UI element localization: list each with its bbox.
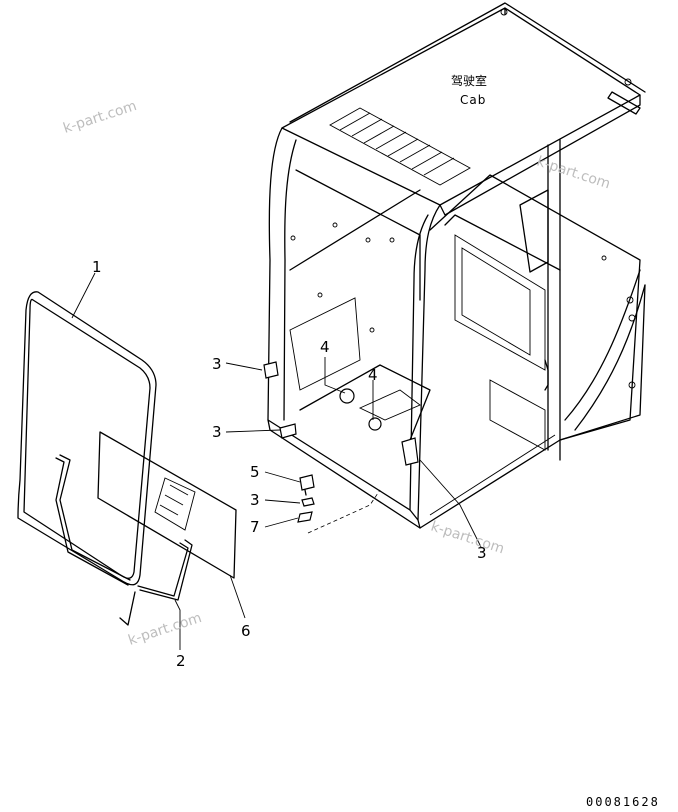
cab-title-english: Cab xyxy=(460,93,486,107)
watermark-1: k-part.com xyxy=(61,98,138,137)
rubber-strips xyxy=(55,454,193,626)
watermark-2: k-part.com xyxy=(535,154,612,193)
frame-bolt-holes xyxy=(290,222,636,389)
callout-7: 7 xyxy=(250,518,260,536)
watermark-4: k-part.com xyxy=(126,610,203,649)
callout-2: 2 xyxy=(176,652,186,670)
window-seal xyxy=(17,291,157,586)
leader-lines xyxy=(71,272,482,650)
cab-roof xyxy=(281,2,646,216)
roof-vent xyxy=(329,107,471,186)
callout-3-c: 3 xyxy=(250,491,260,509)
cab-title-chinese: 驾驶室 xyxy=(451,73,487,88)
callout-4-a: 4 xyxy=(320,338,330,356)
callout-4-b: 4 xyxy=(368,366,378,384)
callout-3-a: 3 xyxy=(212,355,222,373)
drawing-code: 00081628 xyxy=(586,795,660,809)
callout-6: 6 xyxy=(241,622,251,640)
cab-frame xyxy=(263,127,646,529)
callout-5: 5 xyxy=(250,463,260,481)
callout-3-b: 3 xyxy=(212,423,222,441)
small-parts xyxy=(297,474,381,534)
window-glass xyxy=(97,431,237,579)
watermark-3: k-part.com xyxy=(429,519,506,558)
callout-3-d: 3 xyxy=(477,544,487,562)
callout-1: 1 xyxy=(92,258,102,276)
